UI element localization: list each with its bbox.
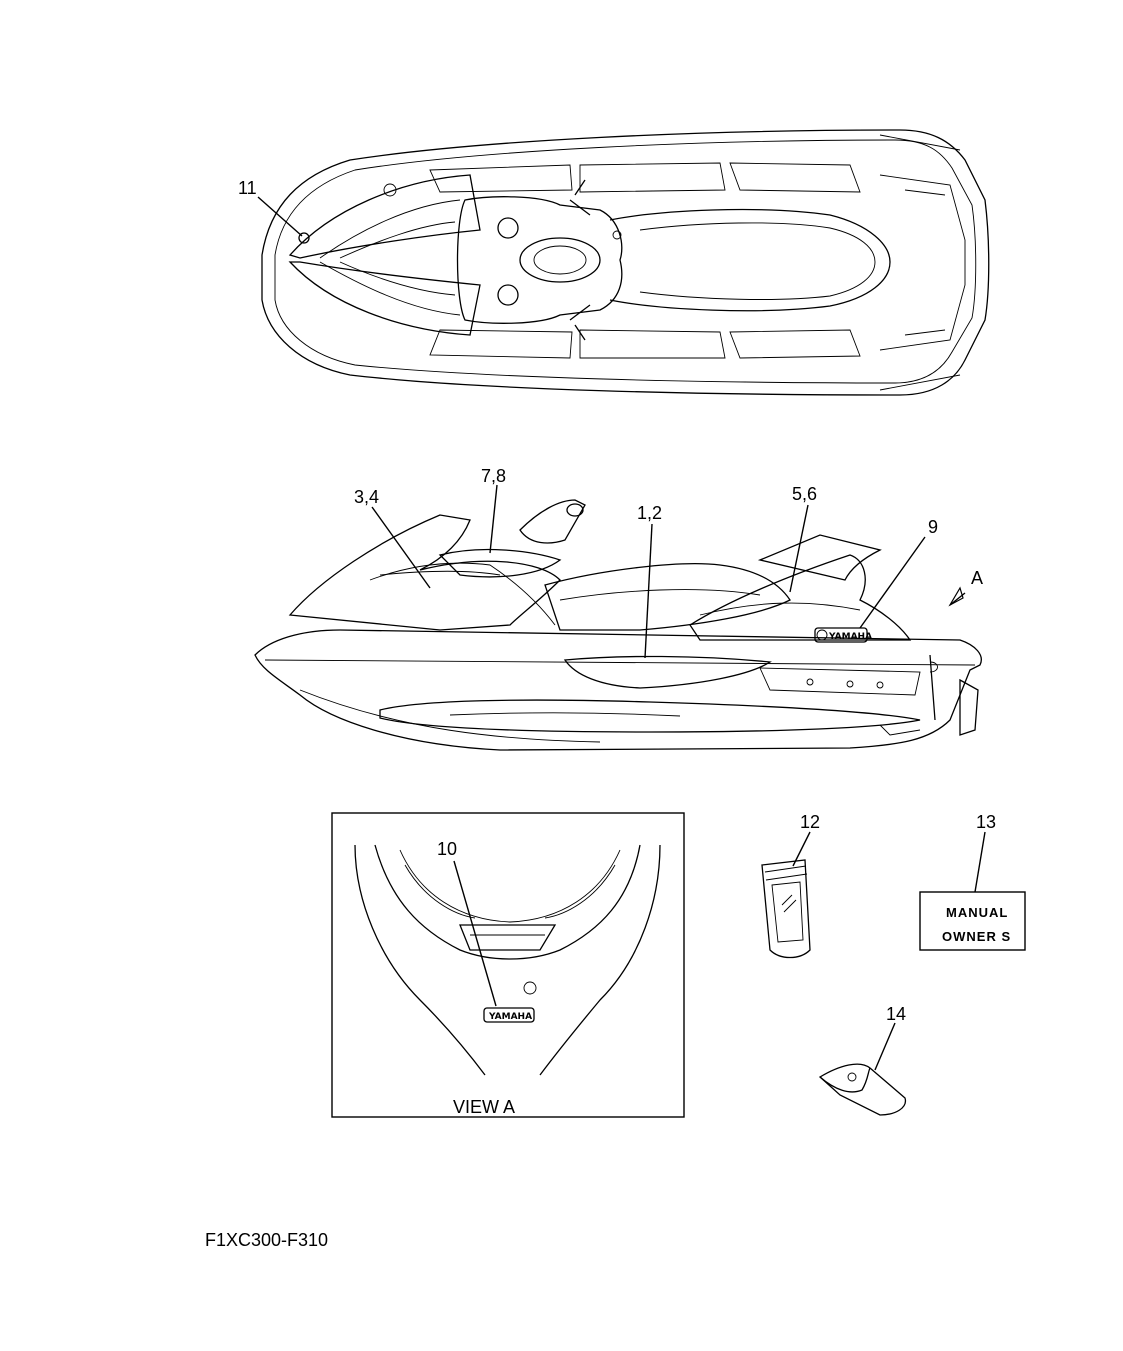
part-14-tool-bag	[818, 1063, 907, 1116]
view-a-arrow-icon	[948, 586, 964, 607]
callout-11: 11	[238, 178, 257, 198]
callout-view-a: A	[971, 568, 983, 588]
watercraft-side-view: YAMAHA	[254, 499, 982, 751]
callout-5-6: 5,6	[792, 484, 817, 504]
leader-lines	[257, 196, 986, 1071]
callout-13: 13	[976, 812, 996, 832]
callout-10: 10	[437, 839, 457, 859]
part-12-pouch	[761, 859, 811, 959]
callout-1-2: 1,2	[637, 503, 662, 523]
manual-label-line2: OWNER S	[942, 929, 1011, 944]
callout-9: 9	[928, 517, 938, 537]
callout-3-4: 3,4	[354, 487, 379, 507]
yamaha-rear-logo-text: YAMAHA	[488, 1012, 532, 1022]
watercraft-top-view	[261, 129, 990, 396]
manual-label-line1: MANUAL	[946, 905, 1008, 920]
callout-14: 14	[886, 1004, 906, 1024]
yamaha-side-logo-text: YAMAHA	[828, 632, 872, 642]
yamaha-rear-logo	[483, 1007, 535, 1023]
diagram-code: F1XC300-F310	[205, 1230, 328, 1250]
part-11-location	[298, 232, 310, 244]
callout-labels: 11 3,4 7,8 1,2 5,6 9 A 10 12 13 14	[238, 178, 996, 1024]
callout-7-8: 7,8	[481, 466, 506, 486]
yamaha-side-logo	[814, 627, 868, 643]
view-a-caption: VIEW A	[453, 1097, 515, 1117]
callout-12: 12	[800, 812, 820, 832]
view-a-panel: YAMAHA VIEW A	[331, 812, 685, 1118]
part-13-owners-manual: MANUAL OWNER S	[919, 891, 1026, 951]
